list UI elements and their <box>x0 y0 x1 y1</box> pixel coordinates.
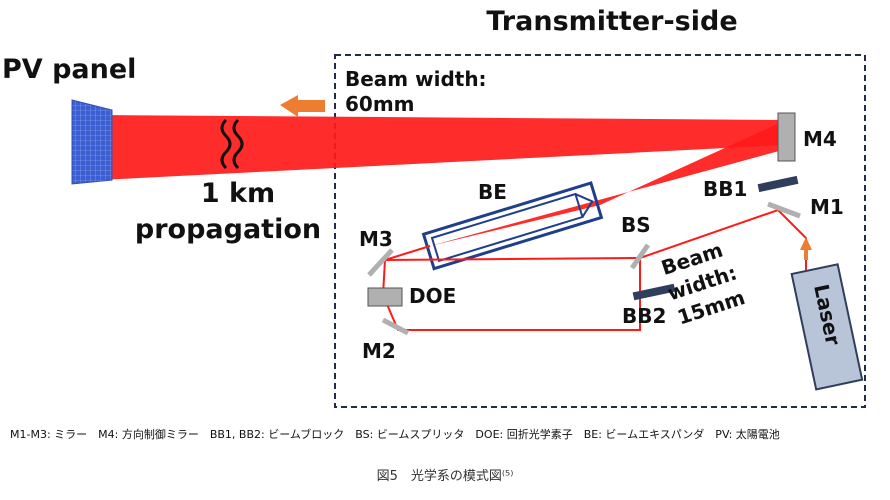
be-label: BE <box>478 180 507 204</box>
laser-source <box>790 263 864 391</box>
transmitter-box <box>334 54 866 408</box>
mirror-m1 <box>767 201 801 219</box>
mirror-m2 <box>381 317 410 336</box>
doe-element <box>367 287 403 307</box>
pv-panel <box>71 99 113 185</box>
break-mark-left <box>220 118 232 170</box>
m2-label: M2 <box>362 339 396 363</box>
m4-label: M4 <box>803 127 837 151</box>
bs-label: BS <box>621 213 651 237</box>
propagation-label: propagation <box>135 214 321 245</box>
transmitter-side-title: Transmitter-side <box>486 6 737 37</box>
mirror-m4 <box>777 112 796 162</box>
laser-path-be-in <box>384 245 431 261</box>
beam-block-bb1 <box>757 175 799 193</box>
beam-direction-arrow <box>280 95 325 117</box>
distance-label: 1 km <box>201 178 275 209</box>
figure-caption: 図5 光学系の模式図⁽⁵⁾ <box>377 468 514 484</box>
break-mark-right <box>232 118 244 170</box>
doe-label: DOE <box>409 284 456 308</box>
m3-label: M3 <box>359 227 393 251</box>
beam-block-bb2 <box>632 283 676 301</box>
m1-label: M1 <box>810 195 844 219</box>
pv-panel-label: PV panel <box>2 54 136 85</box>
bb2-label: BB2 <box>622 304 666 328</box>
mirror-m3 <box>367 248 394 277</box>
beam-expander <box>421 181 604 271</box>
laser-direction-arrow <box>800 237 812 260</box>
legend-text: M1-M3: ミラー M4: 方向制御ミラー BB1, BB2: ビームブロック… <box>10 427 780 441</box>
beam-width-label-1: Beam width: <box>345 67 487 91</box>
propagation-beam <box>100 115 785 180</box>
beam-splitter-bs <box>629 243 651 270</box>
bb1-label: BB1 <box>703 177 747 201</box>
beam-width-label-2: 60mm <box>345 92 415 116</box>
